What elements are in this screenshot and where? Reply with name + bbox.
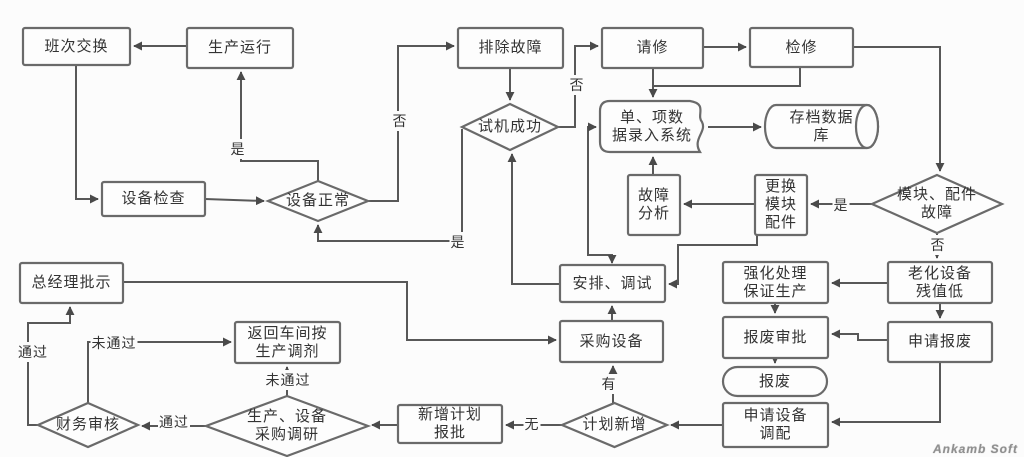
node-finance-audit xyxy=(35,401,141,449)
node-apply-scrap xyxy=(886,320,994,364)
edge-overhaul-to-modulefault xyxy=(853,46,945,172)
edge-label-none-planadd-newplan: 无 xyxy=(523,414,541,434)
node-scrap xyxy=(721,365,829,398)
node-reinforce-production xyxy=(721,260,830,305)
node-archive-db xyxy=(763,103,880,150)
node-arrange-debug xyxy=(558,263,667,304)
node-apply-allocation xyxy=(721,401,830,449)
edge-applyscrap-to-scrapapproval xyxy=(831,329,888,341)
node-overhaul xyxy=(748,26,855,69)
node-clear-fault xyxy=(456,26,565,70)
node-gm-approval xyxy=(18,261,125,305)
node-aging-equipment xyxy=(886,260,994,305)
edge-arrange-to-test xyxy=(507,153,560,285)
node-fault-analysis xyxy=(626,173,682,237)
edge-gm-to-purchase xyxy=(123,281,557,345)
edge-label-pass-research-finance: 通过 xyxy=(158,412,190,432)
watermark: Ankamb Soft xyxy=(932,442,1018,456)
edge-finance-pass-gm xyxy=(27,306,75,426)
node-shift-exchange xyxy=(21,26,132,67)
node-equipment-check xyxy=(100,180,207,218)
edge-label-yes-module-replace: 是 xyxy=(832,195,850,215)
edge-label-have-planadd-purchase: 有 xyxy=(600,374,618,394)
edge-check-to-normal xyxy=(204,196,265,206)
node-scrap-approval xyxy=(721,315,830,360)
edge-label-yes-test-normal: 是 xyxy=(449,232,467,252)
edges-layer xyxy=(27,41,945,431)
edge-finance-fail-return xyxy=(87,337,232,403)
nodes-layer xyxy=(18,26,1005,457)
edge-overhaul-join-dataentry xyxy=(654,67,801,87)
edge-applyscrap-to-allocation xyxy=(831,362,941,427)
edge-label-fail-finance-return: 未通过 xyxy=(90,333,138,353)
edge-label-no-normal-clearfault: 否 xyxy=(391,111,409,131)
node-purchase-equipment xyxy=(558,319,665,364)
edge-label-yes-normal-production: 是 xyxy=(229,139,247,159)
node-data-entry xyxy=(598,99,705,154)
node-test-success xyxy=(459,102,561,152)
edge-shift-to-check xyxy=(75,65,99,204)
node-equipment-normal xyxy=(265,179,371,223)
edge-normal-yes-production xyxy=(236,71,319,181)
edge-arrange-dataentry-two-way xyxy=(587,122,617,264)
edge-normal-no-clearfault xyxy=(368,41,455,202)
node-replace-parts xyxy=(753,173,809,237)
edge-label-pass-finance-gm: 通过 xyxy=(17,342,49,362)
node-procurement-research xyxy=(202,394,372,457)
node-plan-addition xyxy=(559,401,670,449)
edge-label-fail-research-return: 未通过 xyxy=(264,370,312,390)
edge-label-no-test-repair: 否 xyxy=(568,75,586,95)
edge-test-yes-normal xyxy=(313,129,463,242)
node-module-fault xyxy=(869,173,1005,235)
node-return-workshop xyxy=(233,320,342,365)
node-new-plan-approval xyxy=(396,403,504,445)
node-production-run xyxy=(185,26,295,70)
node-request-repair xyxy=(600,26,705,70)
edge-replace-to-arrange xyxy=(668,235,758,289)
edge-label-no-module-aging: 否 xyxy=(929,235,947,255)
